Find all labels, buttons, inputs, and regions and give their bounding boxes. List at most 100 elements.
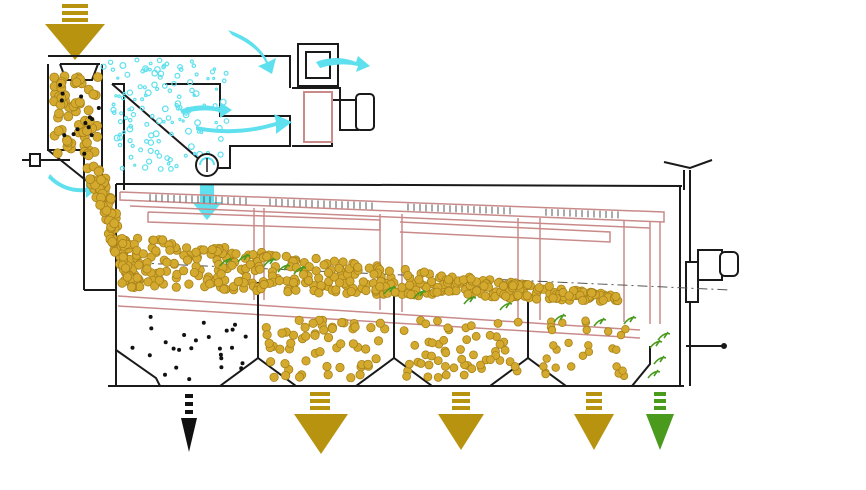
grain [616, 330, 626, 340]
air-arrow-down [192, 184, 222, 220]
air-particle [157, 166, 164, 172]
light-particle [237, 253, 251, 263]
grain [319, 260, 329, 270]
air-particle [133, 163, 137, 167]
grain [419, 267, 429, 277]
light-particle [383, 285, 397, 295]
feed-lever [22, 153, 70, 167]
grain [549, 341, 558, 350]
grain [151, 246, 161, 256]
grain [62, 135, 72, 146]
grain [618, 366, 627, 375]
air-particle [147, 147, 154, 154]
heavy-particle [59, 98, 64, 103]
air-particle [156, 57, 163, 64]
heavy-particle [224, 328, 229, 333]
air-particle [119, 61, 127, 69]
light-particle [653, 355, 667, 365]
air-particle [161, 64, 166, 70]
grain [495, 339, 505, 349]
heavy-particle [86, 125, 91, 130]
grain [264, 338, 274, 348]
grain [498, 281, 508, 291]
grain [423, 372, 433, 382]
grain [467, 364, 477, 374]
air-particle [116, 76, 120, 80]
air-particle [100, 63, 107, 70]
grain [581, 316, 590, 325]
grain [92, 131, 103, 142]
air-particle [209, 69, 216, 75]
heavy-particle [83, 121, 88, 125]
heavy-particle [189, 346, 194, 351]
grain [213, 277, 223, 288]
grain [148, 235, 159, 245]
air-particle [142, 85, 147, 90]
grain [207, 244, 217, 255]
grain [582, 325, 591, 335]
grain [346, 286, 356, 297]
grain [384, 266, 394, 276]
air-particle [139, 105, 145, 111]
grain [424, 360, 434, 370]
air-particle [143, 67, 148, 71]
air-particle [192, 93, 196, 97]
light-particle [657, 331, 671, 341]
grain [189, 267, 199, 278]
grain [275, 344, 285, 354]
grain [338, 257, 348, 267]
grain [82, 137, 92, 148]
grain [336, 339, 346, 349]
air-particle [191, 63, 197, 68]
air-particle [113, 134, 121, 142]
grain [121, 263, 131, 273]
grain [353, 262, 363, 272]
grain [466, 274, 476, 284]
grain [440, 361, 450, 371]
air-particle [137, 84, 143, 90]
grain [522, 291, 532, 301]
grain [476, 360, 485, 370]
heavy-particle [218, 352, 223, 357]
grain [118, 252, 128, 262]
air-particle [214, 87, 219, 91]
air-particle [170, 120, 175, 125]
grain [310, 330, 320, 340]
air-particle [111, 102, 116, 107]
air-particle [144, 89, 152, 97]
light-particle [553, 313, 567, 323]
air-particle [114, 94, 118, 98]
grain [371, 354, 381, 364]
grain [184, 279, 194, 289]
heavy-particle [58, 83, 63, 87]
grain [534, 283, 544, 293]
heavy-particle [171, 346, 176, 351]
grain [300, 322, 310, 332]
grain [611, 291, 621, 302]
grain [301, 356, 311, 366]
output-arrow-grain-2 [438, 392, 484, 450]
grain [567, 362, 576, 371]
grain [510, 362, 520, 371]
grain [441, 348, 451, 358]
grain [375, 318, 385, 328]
grain [508, 281, 518, 291]
grain [93, 166, 104, 177]
grain [457, 354, 467, 364]
grain [459, 370, 469, 380]
grain [449, 363, 459, 373]
grain [205, 279, 215, 289]
grain [471, 331, 481, 341]
grain [319, 325, 329, 335]
air-particle [157, 70, 165, 78]
heavy-particle [193, 338, 198, 343]
grain [542, 354, 551, 363]
heavy-particle [187, 377, 192, 382]
grain [255, 264, 265, 274]
air-particle [171, 80, 177, 87]
air-particle [140, 68, 146, 74]
heavy-particle [230, 327, 235, 332]
air-particle [147, 139, 155, 146]
air-particle [126, 125, 134, 133]
air-particle [148, 67, 152, 72]
